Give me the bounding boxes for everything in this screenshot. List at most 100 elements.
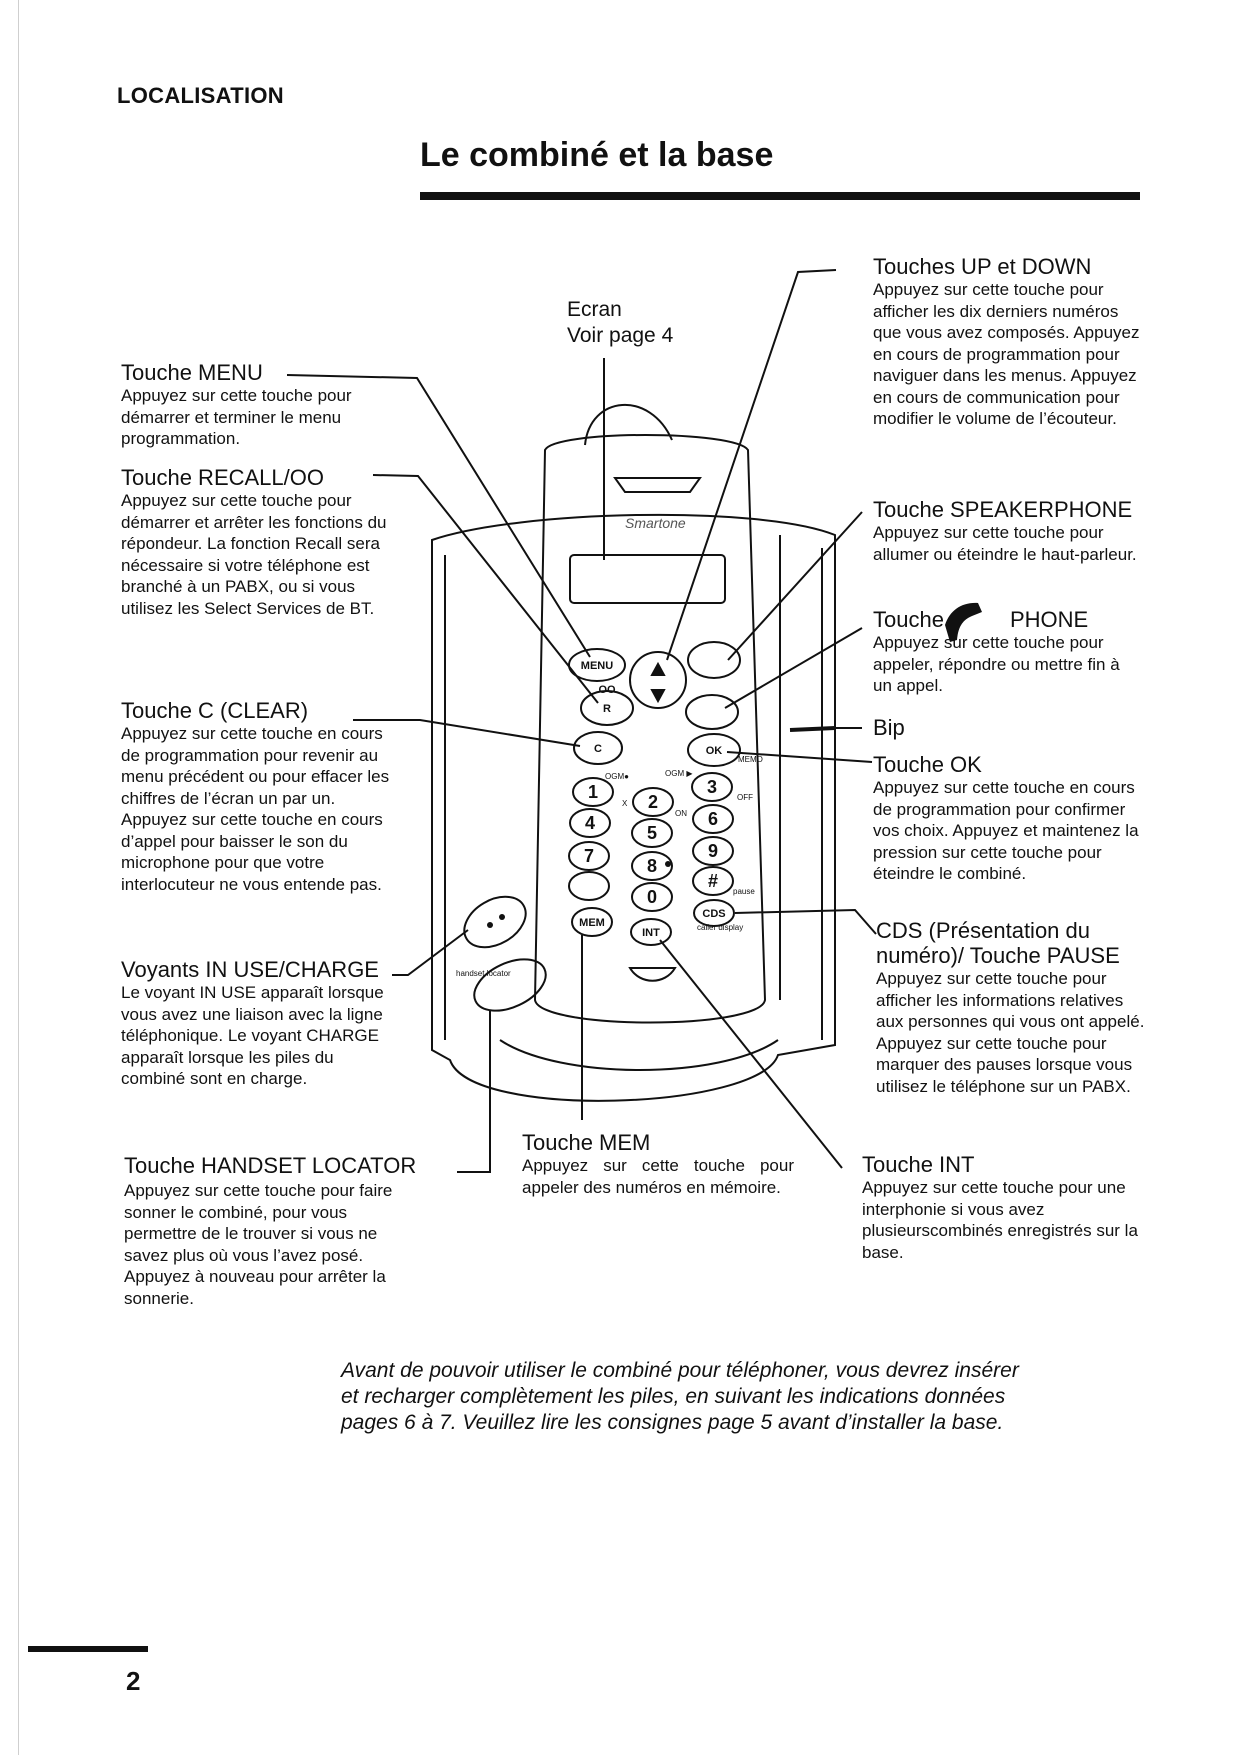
key-0[interactable]: 0 (647, 887, 657, 907)
callout-speakerphone-title: Touche SPEAKERPHONE (873, 497, 1133, 522)
section-heading: LOCALISATION (117, 83, 284, 108)
callout-clear-text: Appuyez sur cette touche en cours de pro… (121, 724, 390, 894)
callout-ok-text: Appuyez sur cette touche en cours de pro… (873, 778, 1139, 883)
ok-key-label[interactable]: OK (706, 745, 723, 757)
clear-key (573, 731, 623, 765)
brand-logo: Smartone (625, 515, 686, 531)
key-5[interactable]: 5 (647, 823, 657, 843)
leader-clear (353, 719, 581, 747)
callout-menu-text: Appuyez sur cette touche pour démarrer e… (121, 386, 352, 448)
key-3[interactable]: 3 (707, 777, 717, 797)
leader-int (659, 939, 843, 1169)
phone-handset-icon (945, 602, 982, 642)
callout-mem-title: Touche MEM (522, 1130, 651, 1155)
key-8[interactable]: 8 (647, 856, 657, 876)
recall-key-label[interactable]: R (603, 703, 611, 715)
cds-key-label[interactable]: CDS (702, 908, 725, 920)
callout-mem-text: Appuyez sur cette touche pour appeler de… (522, 1156, 794, 1197)
handset-screen (569, 554, 726, 604)
leader-ok (726, 751, 873, 763)
nav-cluster (629, 651, 687, 709)
page-title: Le combiné et la base (420, 136, 774, 174)
callout-cds-title: CDS (Présentation du numéro)/ Touche PAU… (876, 918, 1120, 968)
callout-menu: Touche MENU Appuyez sur cette touche pou… (121, 360, 411, 450)
handset-outline (533, 434, 767, 1024)
handset-locator-key (473, 958, 547, 1012)
base-front-curve (499, 1039, 779, 1071)
callout-recall: Touche RECALL/ΟΟ Appuyez sur cette touch… (121, 465, 401, 619)
key-7[interactable]: 7 (584, 846, 594, 866)
intro-paragraph: Avant de pouvoir utiliser le combiné pou… (341, 1359, 1019, 1434)
on-label: ON (675, 809, 687, 818)
leader-handset (457, 1010, 491, 1173)
callout-speakerphone: Touche SPEAKERPHONE Appuyez sur cette to… (873, 497, 1143, 565)
callout-phone-text: Appuyez sur cette touche pour appeler, r… (873, 633, 1120, 695)
leader-cds (734, 908, 877, 935)
memo-label: MEMO (738, 755, 763, 764)
mem-key-label[interactable]: MEM (579, 917, 605, 929)
page-number: 2 (126, 1666, 141, 1696)
caller-display-label: caller display (697, 923, 743, 932)
recall-key (580, 690, 634, 726)
callout-handset-locator-title: Touche HANDSET LOCATOR (124, 1153, 417, 1178)
callout-ok: Touche OK Appuyez sur cette touche en co… (873, 752, 1143, 885)
leader-updown (666, 269, 837, 661)
base-body (431, 513, 836, 1102)
recall-symbol-label: ΟΟ (598, 684, 616, 696)
callout-speakerphone-text: Appuyez sur cette touche pour allumer ou… (873, 523, 1137, 564)
bip-speaker-mark (789, 726, 836, 732)
title-underline (420, 192, 1140, 200)
mouthpiece (628, 967, 677, 982)
callout-clear-title: Touche C (CLEAR) (121, 698, 309, 723)
int-key (630, 918, 672, 946)
callout-updown-text: Appuyez sur cette touche pour afficher l… (873, 280, 1140, 428)
callout-handset-locator-text: Appuyez sur cette touche pour faire sonn… (124, 1181, 393, 1308)
callout-bip-title: Bip (873, 715, 905, 740)
up-arrow (650, 661, 666, 676)
int-key-label[interactable]: INT (642, 927, 660, 939)
callout-updown-title: Touches UP et DOWN (873, 254, 1092, 279)
key-1[interactable]: 1 (588, 782, 598, 802)
key-2[interactable]: 2 (648, 792, 658, 812)
callout-menu-title: Touche MENU (121, 360, 263, 385)
callout-int: Touche INT Appuyez sur cette touche pour… (862, 1152, 1142, 1263)
callout-voyants-title: Voyants IN USE/CHARGE (121, 957, 379, 982)
phone-key (685, 694, 739, 730)
callout-int-title: Touche INT (862, 1152, 975, 1177)
key-6[interactable]: 6 (708, 809, 718, 829)
callout-phone-title-after: PHONE (1009, 607, 1089, 632)
page-number-rule (28, 1646, 148, 1652)
handset-locator-label: handset locator (456, 969, 511, 978)
key-hash[interactable]: # (708, 871, 718, 891)
callout-cds: CDS (Présentation du numéro)/ Touche PAU… (876, 918, 1146, 1097)
leader-recall (372, 474, 599, 704)
key-9[interactable]: 9 (708, 841, 718, 861)
earpiece (613, 477, 702, 493)
callout-cds-text: Appuyez sur cette touche pour afficher l… (876, 969, 1145, 1096)
mem-key (571, 907, 613, 937)
callout-clear: Touche C (CLEAR) Appuyez sur cette touch… (121, 698, 396, 895)
handset-antenna (584, 403, 673, 446)
callout-voyants-text: Le voyant IN USE apparaît lorsque vous a… (121, 983, 384, 1088)
down-arrow (650, 689, 666, 704)
screen-label: Ecran Voir page 4 (567, 297, 673, 349)
callout-voyants: Voyants IN USE/CHARGE Le voyant IN USE a… (121, 957, 401, 1090)
leader-phone (724, 627, 863, 709)
key-4[interactable]: 4 (585, 813, 595, 833)
callout-updown: Touches UP et DOWN Appuyez sur cette tou… (873, 254, 1143, 430)
menu-key-label[interactable]: MENU (581, 660, 613, 672)
ogm-record-label: OGM● (605, 772, 629, 781)
scan-margin-line (18, 0, 19, 1755)
clear-key-label[interactable]: C (594, 743, 602, 755)
leader-speaker (727, 511, 863, 661)
x-label: X (622, 799, 628, 808)
ogm-play-label: OGM ▶ (665, 769, 693, 778)
callout-bip: Bip (873, 715, 905, 740)
screen-label-title: Ecran (567, 298, 622, 321)
leader-menu (286, 374, 591, 658)
callout-handset-locator: Touche HANDSET LOCATOR Appuyez sur cette… (124, 1153, 424, 1309)
callout-recall-title: Touche RECALL/ΟΟ (121, 465, 324, 490)
cds-key (693, 899, 735, 927)
